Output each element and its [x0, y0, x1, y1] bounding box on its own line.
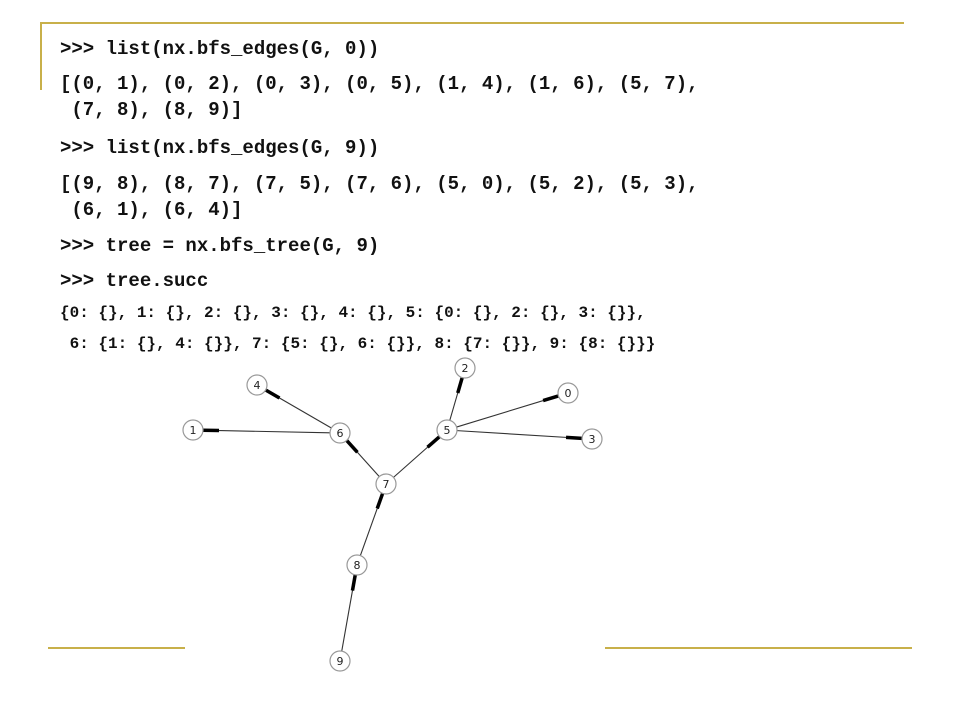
succ-output-line-2: 6: {1: {}, 4: {}}, 7: {5: {}, 6: {}}, 8:…	[60, 335, 656, 353]
edge-6-1	[202, 429, 331, 434]
node-label: 3	[589, 433, 596, 446]
edges-group	[202, 377, 583, 652]
node-4: 4	[246, 374, 268, 396]
code-line-2: [(0, 1), (0, 2), (0, 3), (0, 5), (1, 4),…	[60, 73, 699, 95]
node-9: 9	[329, 650, 351, 672]
node-circle	[182, 419, 204, 441]
node-0: 0	[557, 382, 579, 404]
node-3: 3	[581, 428, 603, 450]
node-label: 8	[354, 559, 361, 572]
code-line-3: (7, 8), (8, 9)]	[60, 99, 243, 121]
node-label: 1	[190, 424, 197, 437]
node-label: 7	[383, 478, 390, 491]
node-label: 0	[565, 387, 572, 400]
node-circle	[246, 374, 268, 396]
node-circle	[454, 357, 476, 379]
edge-arrowhead-7-5	[426, 435, 441, 449]
edge-5-0	[456, 395, 559, 428]
node-label: 6	[337, 427, 344, 440]
node-circle	[557, 382, 579, 404]
node-5: 5	[436, 419, 458, 441]
edge-arrowhead-9-8	[350, 574, 357, 591]
node-circle	[346, 554, 368, 576]
succ-output-line-1: {0: {}, 1: {}, 2: {}, 3: {}, 4: {}, 5: {…	[60, 304, 646, 322]
edge-5-3	[456, 430, 583, 439]
code-line-5: [(9, 8), (8, 7), (7, 5), (7, 6), (5, 0),…	[60, 173, 699, 195]
node-circle	[329, 422, 351, 444]
edge-arrowhead-8-7	[375, 492, 385, 510]
node-2: 2	[454, 357, 476, 379]
node-8: 8	[346, 554, 368, 576]
node-label: 9	[337, 655, 344, 668]
edge-arrowhead-6-4	[264, 388, 281, 400]
edge-arrowhead-7-6	[345, 439, 359, 454]
node-1: 1	[182, 419, 204, 441]
node-label: 5	[444, 424, 451, 437]
node-circle	[375, 473, 397, 495]
node-circle	[329, 650, 351, 672]
bottom-right-accent-rule	[605, 647, 912, 649]
code-line-6: (6, 1), (6, 4)]	[60, 199, 243, 221]
bottom-left-accent-rule	[48, 647, 185, 649]
code-line-4: >>> list(nx.bfs_edges(G, 9))	[60, 137, 380, 159]
code-line-1: >>> list(nx.bfs_edges(G, 0))	[60, 38, 380, 60]
node-7: 7	[375, 473, 397, 495]
code-line-7: >>> tree = nx.bfs_tree(G, 9)	[60, 235, 380, 257]
node-circle	[436, 419, 458, 441]
node-circle	[581, 428, 603, 450]
edge-arrowhead-5-3	[565, 435, 583, 441]
edge-arrowhead-5-0	[542, 394, 559, 403]
node-label: 2	[462, 362, 469, 375]
node-6: 6	[329, 422, 351, 444]
top-accent-rule	[40, 22, 904, 24]
node-label: 4	[254, 379, 261, 392]
edge-arrowhead-5-2	[456, 377, 464, 394]
code-line-8: >>> tree.succ	[60, 270, 209, 292]
left-accent-rule	[40, 22, 42, 90]
